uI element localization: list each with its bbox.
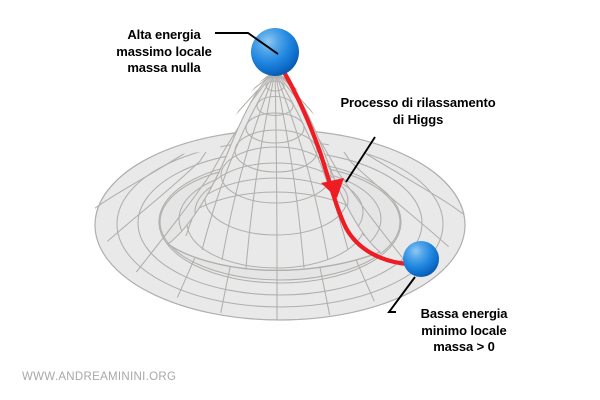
low-energy-ball <box>403 241 439 277</box>
higgs-relaxation-path <box>278 64 411 267</box>
annotation-relaxation-process: Processo di rilassamento di Higgs <box>340 95 496 127</box>
potential-surface <box>94 71 466 321</box>
annotation-low-energy: Bassa energia minimo locale massa > 0 <box>420 306 508 354</box>
trough-seam-front <box>167 243 381 271</box>
leader-line-middle-icon <box>345 136 376 183</box>
watermark-text: WWW.ANDREAMININI.ORG <box>22 371 177 383</box>
red-arrow-icon <box>321 178 344 198</box>
annotation-high-energy: Alta energia massimo locale massa nulla <box>116 27 212 75</box>
leader-line-bottom-icon <box>387 276 416 313</box>
leader-line-top-icon <box>215 32 279 55</box>
